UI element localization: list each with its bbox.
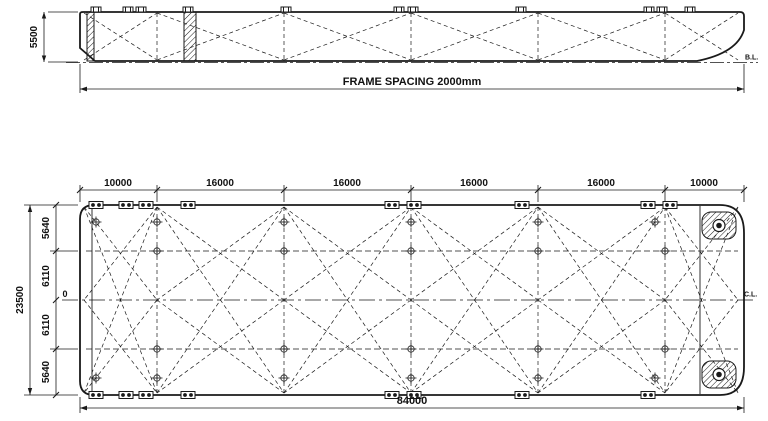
depth-dimension <box>41 11 78 63</box>
dim-top-5: 10000 <box>690 178 718 189</box>
centerline-label: C.L. <box>744 292 757 299</box>
side-bulkhead-2 <box>183 11 197 62</box>
bow-pocket-top <box>701 211 737 240</box>
side-elevation-view: B.L. 5500 FRAME SPACING 2000mm <box>29 6 758 93</box>
overall-length-dimension <box>79 397 745 413</box>
bow-pocket-bottom <box>701 360 737 389</box>
side-hull-outline <box>79 11 745 62</box>
frame-spacing-dimension <box>79 64 745 93</box>
dim-top-4: 16000 <box>587 178 615 189</box>
dim-top-2: 16000 <box>333 178 361 189</box>
dim-left-0: 5640 <box>41 216 52 239</box>
dim-depth: 5500 <box>29 25 40 48</box>
dim-top-1: 16000 <box>206 178 234 189</box>
side-bulkhead-1 <box>86 11 95 62</box>
dim-top-3: 16000 <box>460 178 488 189</box>
dim-top-0: 10000 <box>104 178 132 189</box>
side-bracing-lines <box>83 12 739 61</box>
dim-length: 84000 <box>397 395 428 407</box>
length-dimension-chain <box>76 185 748 202</box>
dim-left-1: 6110 <box>41 265 52 287</box>
baseline-label: B.L. <box>745 55 758 62</box>
dim-left-3: 6110 <box>41 314 52 336</box>
dim-frame-spacing: FRAME SPACING 2000mm <box>343 76 482 88</box>
dim-left-4: 5640 <box>41 360 52 383</box>
dim-breadth: 23500 <box>15 286 26 314</box>
plan-view: C.L. 10000 16000 16000 16000 16000 10000 <box>15 178 757 413</box>
plan-hull-outline <box>79 204 745 396</box>
half-breadth-dimension-chain <box>50 201 78 399</box>
breadth-dimension <box>24 204 78 396</box>
dim-left-2: 0 <box>62 289 67 299</box>
